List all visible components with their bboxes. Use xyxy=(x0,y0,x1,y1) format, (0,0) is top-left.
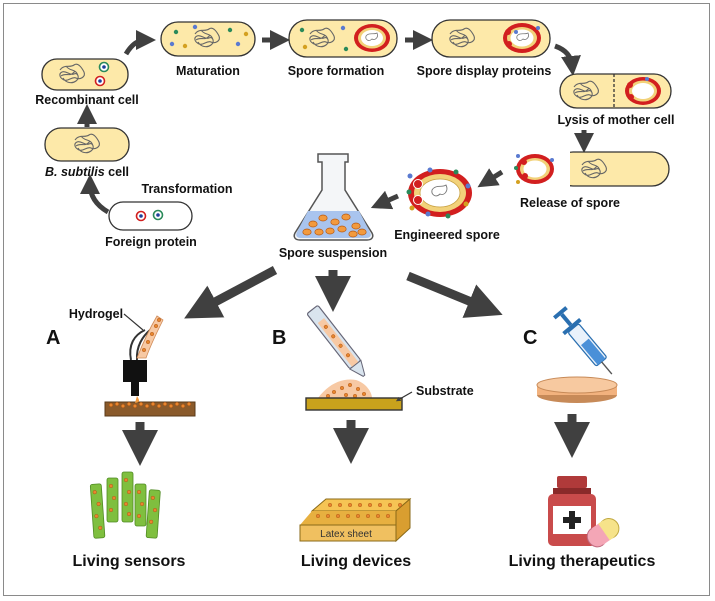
panel-a-label: A xyxy=(46,327,60,349)
arrow-curve-1 xyxy=(123,30,156,56)
lysis-cell xyxy=(559,73,672,109)
living-devices-label: Living devices xyxy=(301,553,411,570)
flask-icon xyxy=(293,153,374,241)
transformation-label: Transformation xyxy=(142,182,233,196)
spore-display-cell xyxy=(431,19,551,58)
b-subtilis-label: B. subtilis cell xyxy=(45,165,129,179)
engineered-spore-label: Engineered spore xyxy=(394,228,500,242)
transform-arrow xyxy=(80,174,110,215)
foreign-protein-cell xyxy=(108,201,193,231)
capsule-icon xyxy=(586,518,620,548)
living-sensors-icon xyxy=(89,471,161,539)
hydrogel-label: Hydrogel xyxy=(69,307,123,321)
medicine-bottle-icon xyxy=(548,476,596,546)
recombinant-cell xyxy=(41,58,129,91)
panel-b-label: B xyxy=(272,327,286,349)
spore-display-label: Spore display proteins xyxy=(417,64,552,78)
living-sensors-label: Living sensors xyxy=(73,553,186,570)
hydrogel-printer-icon xyxy=(104,315,196,417)
spore-formation-label: Spore formation xyxy=(288,64,385,78)
branch-arrow-a xyxy=(184,266,278,319)
engineered-spore xyxy=(406,167,472,219)
latex-sheet-label: Latex sheet xyxy=(320,529,372,540)
petri-dish-icon xyxy=(536,376,618,403)
substrate-pointer xyxy=(395,391,413,402)
spore-suspension-label: Spore suspension xyxy=(279,246,387,260)
figure-frame xyxy=(3,3,710,596)
arrow-curve-2 xyxy=(554,43,581,76)
lysis-label: Lysis of mother cell xyxy=(558,113,675,127)
substrate-icon xyxy=(305,397,403,411)
syringe-icon xyxy=(553,306,613,375)
substrate-label: Substrate xyxy=(416,384,474,398)
pipette-icon xyxy=(306,305,372,398)
panel-c-label: C xyxy=(523,327,537,349)
b-subtilis-cell xyxy=(44,127,130,162)
release-of-spore xyxy=(514,150,670,188)
foreign-protein-label: Foreign protein xyxy=(105,235,197,249)
living-devices-icon: Latex sheet xyxy=(299,497,412,543)
release-label: Release of spore xyxy=(520,196,620,210)
recombinant-cell-label: Recombinant cell xyxy=(35,93,139,107)
hydrogel-pointer xyxy=(123,313,144,331)
branch-arrow-c xyxy=(406,271,503,318)
arrow-to-flask xyxy=(370,190,400,210)
maturation-cell xyxy=(160,21,256,57)
maturation-label: Maturation xyxy=(176,64,240,78)
arrow-release xyxy=(477,168,504,188)
living-therapeutics-label: Living therapeutics xyxy=(509,553,656,570)
spore-formation-cell xyxy=(288,19,398,58)
